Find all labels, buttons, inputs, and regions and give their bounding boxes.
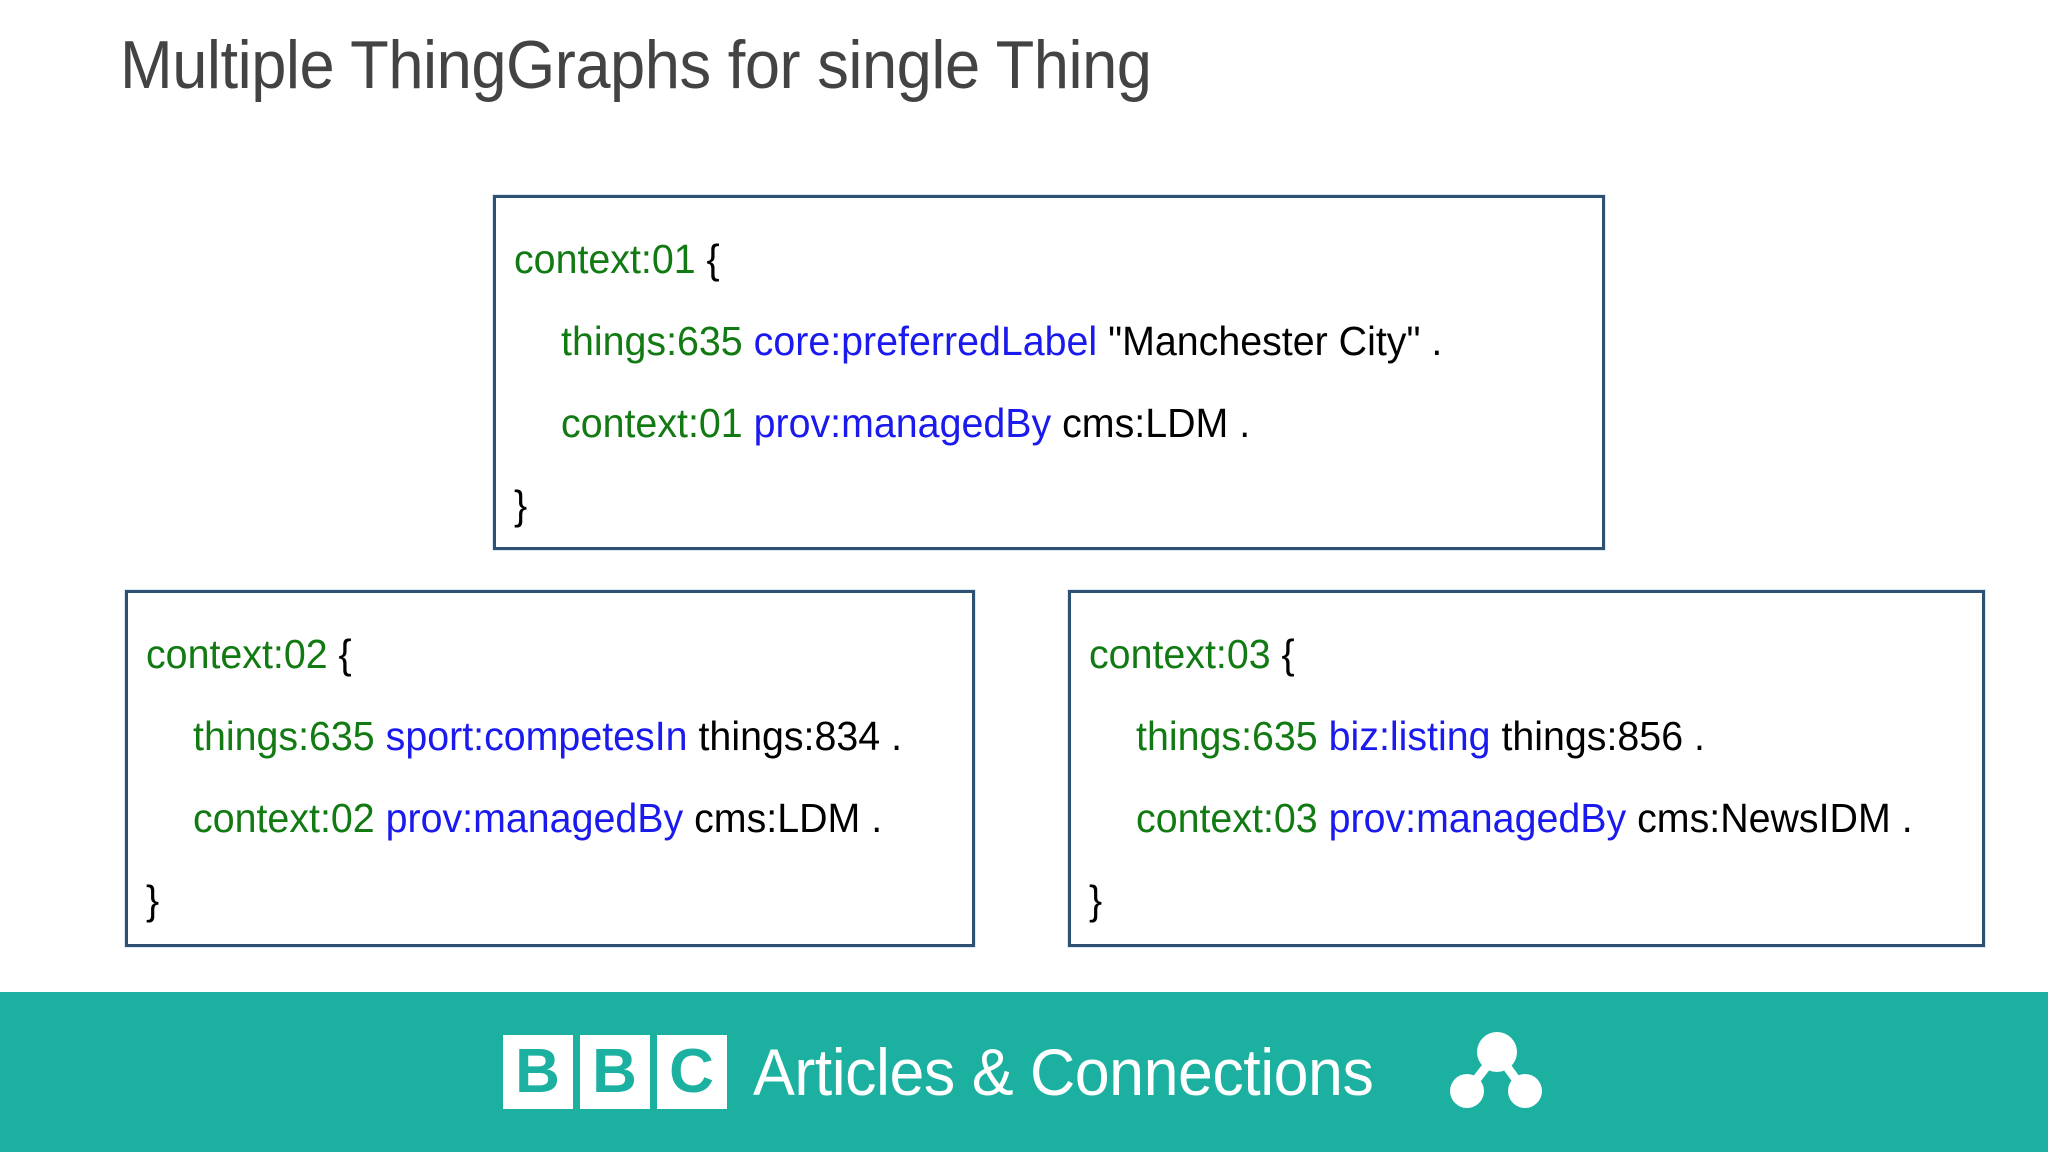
thinggraph-box-context-01: context:01 {things:635 core:preferredLab…: [493, 195, 1605, 550]
code-token: context:01: [561, 400, 743, 446]
code-token: [1318, 795, 1329, 841]
code-token: {: [695, 236, 720, 282]
code-line: context:01 prov:managedBy cms:LDM .: [514, 382, 1558, 464]
code-line: things:635 core:preferredLabel "Manchest…: [514, 300, 1558, 382]
code-token: [375, 795, 386, 841]
code-token: things:635: [561, 318, 743, 364]
code-token: context:02: [193, 795, 375, 841]
code-token: things:635: [193, 713, 375, 759]
code-token: things:635: [1136, 713, 1318, 759]
code-token: context:03: [1136, 795, 1318, 841]
page-title: Multiple ThingGraphs for single Thing: [120, 27, 1152, 103]
code-line: }: [514, 464, 1558, 546]
code-token: [375, 713, 386, 759]
code-lines: context:03 {things:635 biz:listing thing…: [1071, 593, 1982, 941]
bbc-logo-letter-2: B: [579, 1035, 650, 1109]
footer-bar: B B C Articles & Connections: [0, 992, 2048, 1152]
bbc-logo-letter-1: B: [502, 1035, 573, 1109]
code-token: {: [1270, 631, 1295, 677]
code-token: }: [146, 877, 160, 923]
code-token: cms:LDM .: [683, 795, 883, 841]
thinggraph-box-context-02: context:02 {things:635 sport:competesIn …: [125, 590, 975, 947]
code-token: [1318, 713, 1329, 759]
code-token: context:01: [514, 236, 696, 282]
code-line: things:635 sport:competesIn things:834 .: [146, 695, 939, 777]
bbc-logo: B B C: [502, 1035, 727, 1109]
code-token: things:856 .: [1490, 713, 1705, 759]
bbc-logo-letter-3: C: [656, 1035, 727, 1109]
code-token: context:03: [1089, 631, 1271, 677]
code-token: }: [514, 482, 528, 528]
code-token: prov:managedBy: [385, 795, 684, 841]
code-line: context:02 {: [146, 613, 939, 695]
code-token: sport:competesIn: [385, 713, 688, 759]
code-token: "Manchester City" .: [1097, 318, 1443, 364]
graph-nodes-icon: [1405, 1031, 1545, 1113]
code-line: context:01 {: [514, 218, 1558, 300]
code-token: biz:listing: [1328, 713, 1491, 759]
code-token: {: [327, 631, 352, 677]
code-token: cms:LDM .: [1051, 400, 1251, 446]
code-token: core:preferredLabel: [753, 318, 1098, 364]
code-line: context:03 prov:managedBy cms:NewsIDM .: [1089, 777, 1946, 859]
code-line: }: [146, 859, 939, 941]
footer-content: B B C Articles & Connections: [0, 992, 2048, 1152]
code-token: cms:NewsIDM .: [1626, 795, 1913, 841]
code-token: prov:managedBy: [1328, 795, 1627, 841]
code-line: context:02 prov:managedBy cms:LDM .: [146, 777, 939, 859]
code-line: things:635 biz:listing things:856 .: [1089, 695, 1946, 777]
code-token: prov:managedBy: [753, 400, 1052, 446]
thinggraph-box-context-03: context:03 {things:635 biz:listing thing…: [1068, 590, 1985, 947]
code-line: }: [1089, 859, 1946, 941]
code-token: [743, 318, 754, 364]
footer-brand-text: Articles & Connections: [752, 1035, 1374, 1109]
code-line: context:03 {: [1089, 613, 1946, 695]
code-lines: context:02 {things:635 sport:competesIn …: [128, 593, 972, 941]
code-lines: context:01 {things:635 core:preferredLab…: [496, 198, 1602, 546]
code-token: context:02: [146, 631, 328, 677]
code-token: [743, 400, 754, 446]
code-token: }: [1089, 877, 1103, 923]
code-token: things:834 .: [687, 713, 903, 759]
